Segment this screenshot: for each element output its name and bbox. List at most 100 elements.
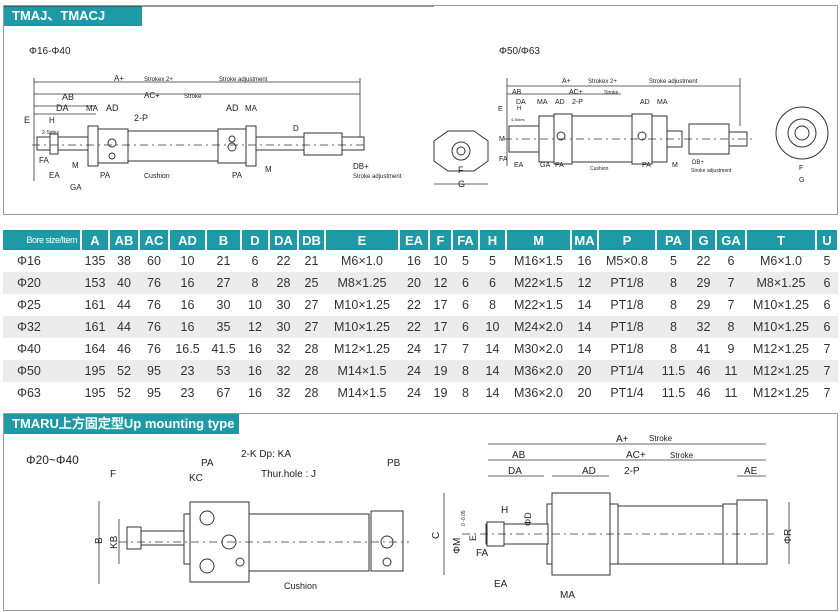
dimension-label: FA: [476, 548, 489, 559]
dimension-label: H: [517, 106, 521, 112]
dimension-label: EA: [494, 579, 508, 590]
table-cell: 161: [81, 316, 109, 338]
dimension-label: ΦD: [523, 512, 533, 526]
dimension-label: M: [672, 162, 678, 169]
dimension-label: Cushion: [284, 581, 317, 591]
table-cell: 28: [304, 386, 319, 400]
dimension-label: 2-P: [624, 466, 640, 477]
header-ad: AD: [169, 230, 207, 250]
header-d: D: [241, 230, 270, 250]
table-cell: 12: [241, 316, 269, 338]
table-cell: M12×1.25: [753, 342, 809, 356]
table-cell: 95: [139, 360, 169, 382]
table-cell: 28: [298, 360, 325, 382]
dimension-label: AE: [744, 466, 758, 477]
dimension-label: AD: [640, 99, 650, 106]
table-cell: 7: [727, 298, 735, 312]
header-ab: AB: [109, 230, 140, 250]
table-cell: 7: [823, 342, 831, 356]
dimension-label: KC: [189, 473, 203, 484]
dimension-label: C: [431, 532, 442, 539]
table-cell: M10×1.25: [325, 316, 399, 338]
table-cell: 5: [670, 254, 677, 268]
tmaru-drawings: Φ20~Φ40 PA 2-K Dp: KA Thur.hole : J PB F…: [26, 434, 794, 601]
header-h: H: [479, 230, 507, 250]
drawing-50-63: Φ50/Φ63 A+ Strokex 2+ Stroke adjustment …: [4, 6, 829, 189]
table-cell: M36×2.0: [506, 360, 571, 382]
dimension-label: PA: [201, 458, 214, 469]
table-cell: 52: [117, 386, 131, 400]
tmaru-section: TMARU上方固定型Up mounting type Φ20~Φ40 PA 2-…: [3, 413, 838, 611]
dimension-label: G: [458, 179, 465, 189]
table-cell: 14: [479, 360, 506, 382]
table-cell: 7: [462, 342, 469, 356]
bore-size-cell: Φ25: [17, 298, 41, 312]
table-cell: 46: [696, 386, 711, 400]
table-cell: 41.5: [211, 342, 236, 356]
table-cell: 29: [691, 272, 716, 294]
dimension-label: Stroke adjustment: [219, 77, 268, 83]
table-cell: 29: [696, 298, 711, 312]
dimension-label: AB: [512, 89, 522, 96]
table-cell: 8: [452, 360, 479, 382]
table-cell: 41: [696, 342, 711, 356]
dimension-label: Stroke adjustment: [353, 174, 402, 180]
bore-size-cell: Φ63: [17, 386, 41, 400]
table-cell: 32: [269, 360, 298, 382]
table-cell: 16.5: [175, 342, 200, 356]
dimension-label: MA: [245, 104, 258, 113]
table-cell: 21: [216, 254, 231, 268]
table-cell: 14: [485, 342, 500, 356]
table-cell: 195: [81, 360, 109, 382]
table-cell: 6: [479, 272, 506, 294]
table-cell: 67: [216, 386, 231, 400]
table-cell: 6: [816, 316, 838, 338]
table-cell: 16: [407, 254, 421, 268]
table-cell: 52: [109, 360, 139, 382]
dimension-label: DA: [516, 99, 526, 106]
table-cell: 17: [433, 298, 448, 312]
dimension-label: DB+: [353, 162, 369, 171]
table-cell: 24: [399, 360, 429, 382]
dimension-label: 2-K Dp: KA: [241, 449, 291, 460]
dimension-label: 2-Sides: [42, 130, 59, 136]
tmaj-section: TMAJ、TMACJ Φ16-Φ40 A+ Strokex 2+ Stroke …: [3, 5, 838, 215]
drawing-up-mount-side: Φ20~Φ40 PA 2-K Dp: KA Thur.hole : J PB F…: [26, 449, 409, 591]
table-cell: 16: [577, 254, 592, 268]
tmaj-drawings: Φ16-Φ40 A+ Strokex 2+ Stroke adjustment …: [4, 6, 829, 192]
dimension-label: MA: [537, 99, 548, 106]
table-cell: PT1/8: [598, 272, 656, 294]
table-cell: 38: [117, 254, 131, 268]
table-cell: 164: [84, 342, 106, 356]
table-cell: 8: [670, 342, 677, 356]
dimension-label: Φ50/Φ63: [499, 46, 540, 57]
dimension-label: PA: [555, 162, 564, 169]
table-cell: 11.5: [656, 360, 691, 382]
table-cell: 9: [727, 342, 735, 356]
table-cell: 22: [407, 298, 421, 312]
table-cell: 28: [304, 342, 319, 356]
table-cell: 27: [206, 272, 241, 294]
header-ga: GA: [716, 230, 747, 250]
dimension-label: A+: [616, 434, 629, 445]
table-cell: 76: [147, 342, 161, 356]
dimension-label: M: [499, 136, 505, 143]
header-bore-size: Bore size/Item: [3, 230, 82, 250]
dimension-label: Stroke adjustment: [649, 79, 698, 85]
table-cell: 27: [298, 316, 325, 338]
table-cell: 16: [169, 272, 206, 294]
table-cell: 40: [109, 272, 139, 294]
table-cell: M14×1.5: [337, 386, 387, 400]
dimension-label: Cushion: [144, 173, 170, 180]
table-cell: 23: [180, 386, 195, 400]
table-cell: 6: [452, 272, 479, 294]
table-cell: M30×2.0: [514, 342, 563, 356]
dimension-label: Stroke adjustment: [691, 168, 732, 174]
table-cell: 46: [117, 342, 131, 356]
dimension-label: DA: [508, 466, 522, 477]
